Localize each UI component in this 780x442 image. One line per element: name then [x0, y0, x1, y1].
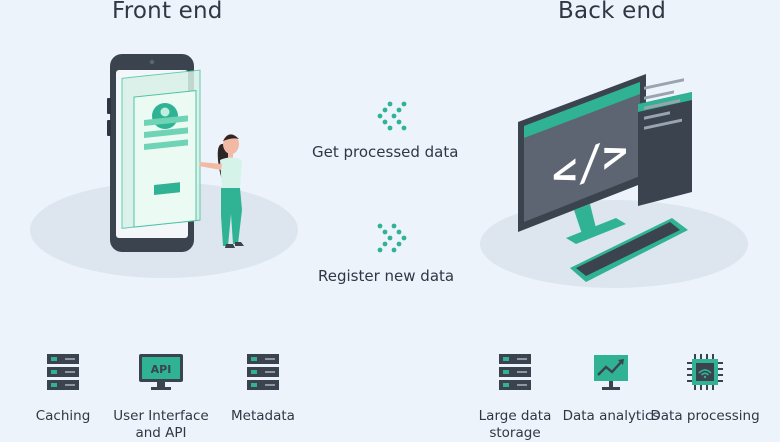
front-end-title: Front end: [112, 0, 223, 24]
feature-metadata: Metadata: [203, 352, 323, 425]
register-new-data-label: Register new data: [318, 267, 455, 285]
cpu-chip-icon: [687, 354, 723, 390]
analytics-chart-icon: [594, 355, 628, 390]
chevron-left-icon: [377, 101, 407, 131]
ui-card-front: [133, 90, 197, 228]
side-code-panel: [638, 78, 692, 206]
get-processed-data-label: Get processed data: [312, 143, 459, 161]
api-monitor-icon: API: [139, 354, 183, 390]
feature-label: Caching: [35, 408, 91, 424]
chevron-right-icon: [377, 223, 407, 253]
feature-data-analytics: Data analytics: [551, 352, 671, 425]
feature-label: Metadata: [231, 408, 295, 424]
feature-label: User Interface and API: [113, 408, 209, 441]
feature-label: Large data storage: [478, 408, 552, 441]
server-rack-icon: [247, 354, 279, 390]
api-badge: API: [151, 363, 172, 376]
woman-figure: [199, 134, 244, 248]
feature-large-data-storage: Large data storage: [455, 352, 575, 442]
feature-caching: Caching: [3, 352, 123, 425]
feature-label: Data processing: [650, 408, 760, 424]
front-end-illustration: [30, 54, 298, 278]
server-rack-icon: [499, 354, 531, 390]
feature-user-interface-api: API User Interface and API: [101, 352, 221, 442]
keyboard: [570, 218, 688, 282]
feature-label: Data analytics: [562, 408, 660, 424]
back-end-illustration: </>: [480, 74, 748, 288]
monitor: </>: [518, 74, 646, 244]
feature-data-processing: Data processing: [645, 352, 765, 425]
back-end-title: Back end: [558, 0, 667, 24]
server-rack-icon: [47, 354, 79, 390]
back-platform: [480, 200, 748, 288]
